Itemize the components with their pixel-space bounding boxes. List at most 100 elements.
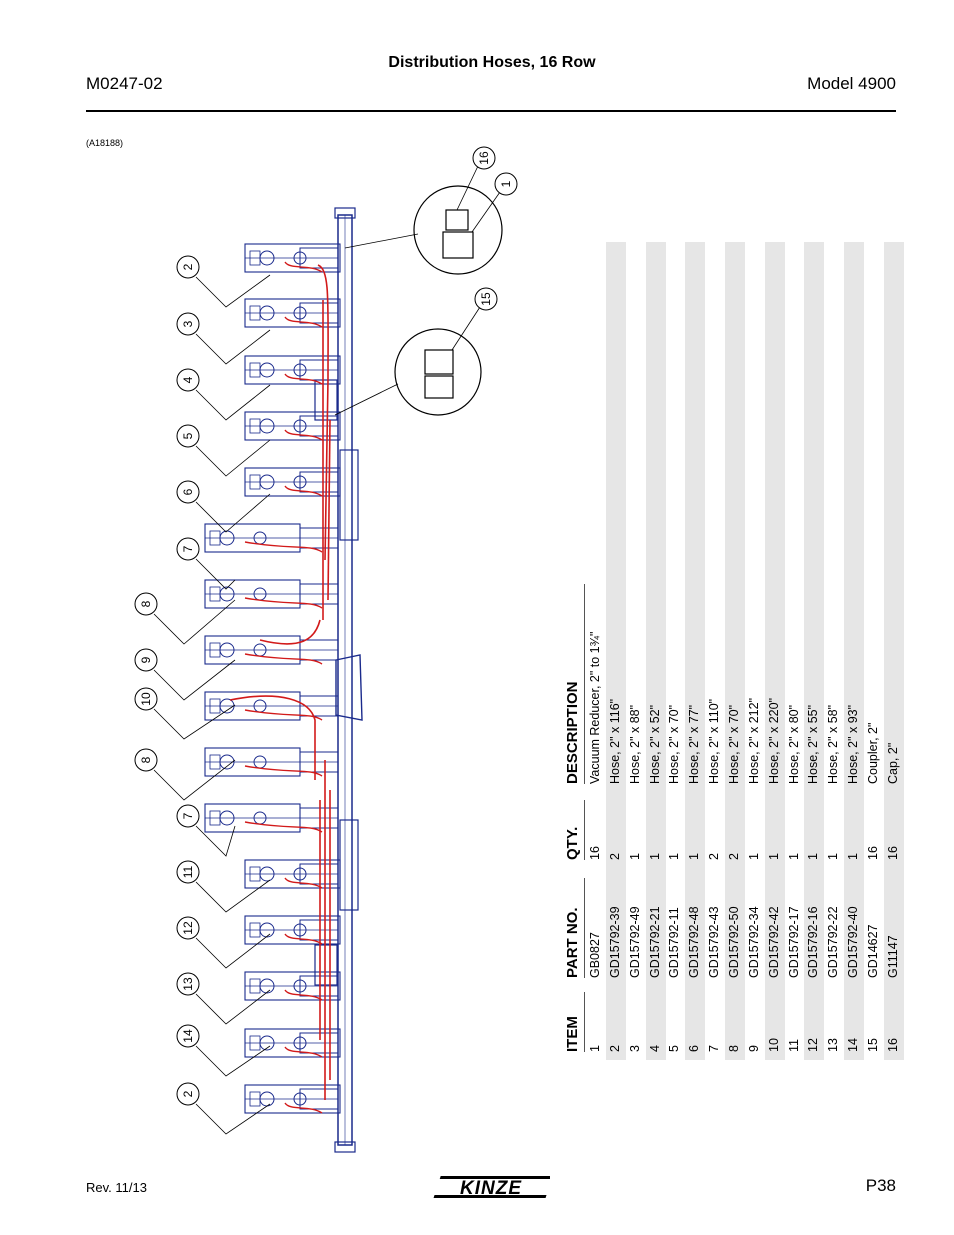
- cell-qty: 1: [786, 853, 801, 860]
- cell-qty: 1: [627, 853, 642, 860]
- callout-number: 12: [181, 921, 195, 935]
- row-unit: [204, 747, 339, 777]
- row-hose: [244, 765, 323, 777]
- cell-item: 13: [826, 1038, 841, 1052]
- cell-qty: 2: [707, 853, 722, 860]
- row-unit: [244, 411, 341, 441]
- callout-number: 3: [181, 320, 195, 327]
- cell-description: Hose, 2" x 55": [806, 704, 821, 784]
- cell-description: Hose, 2" x 220": [766, 697, 781, 784]
- cell-description: Hose, 2" x 110": [707, 698, 722, 784]
- cell-item: 6: [687, 1045, 702, 1052]
- callout-leader: [195, 933, 271, 969]
- cell-qty: 16: [588, 846, 602, 860]
- seed-meter: [249, 305, 261, 321]
- kinze-logo: KINZE: [433, 1176, 550, 1199]
- coupler-top: [424, 349, 454, 375]
- cell-part-no: GD15792-22: [826, 906, 841, 978]
- header-rule: [86, 110, 896, 112]
- cell-item: 1: [588, 1045, 602, 1052]
- toolbar-end-bottom: [334, 1141, 356, 1153]
- revision: Rev. 11/13: [86, 1180, 147, 1195]
- toolbar-end-top: [334, 207, 356, 219]
- cell-description: Vacuum Reducer, 2" to 1¾": [588, 631, 602, 784]
- cell-item: 16: [885, 1038, 900, 1052]
- callout-leader: [153, 659, 236, 701]
- cell-item: 9: [746, 1045, 761, 1052]
- cell-part-no: GD15792-40: [846, 906, 861, 978]
- cell-description: Hose, 2" x 88": [627, 704, 642, 784]
- row-unit: [204, 803, 339, 833]
- callout-number: 14: [181, 1029, 195, 1043]
- callout-number: 10: [139, 692, 153, 706]
- cell-part-no: GD15792-42: [766, 906, 781, 978]
- row-hose: [244, 597, 323, 609]
- cell-item: 15: [865, 1038, 880, 1052]
- cell-part-no: GD15792-43: [707, 906, 722, 978]
- cell-part-no: GD15792-11: [667, 907, 682, 978]
- row-hose: [244, 541, 323, 553]
- row-unit: [204, 579, 339, 609]
- cell-item: 10: [766, 1038, 781, 1052]
- cell-item: 7: [707, 1045, 722, 1052]
- kinze-logo-text: KINZE: [460, 1178, 522, 1199]
- hose-center-b: [259, 619, 321, 645]
- callout-number: 8: [139, 756, 153, 763]
- detail-leader-bottom: [334, 383, 399, 416]
- blower-mount-top: [314, 379, 338, 421]
- cell-qty: 1: [846, 853, 861, 860]
- seed-meter: [249, 978, 261, 994]
- doc-number: M0247-02: [86, 74, 163, 93]
- callout-number: 15: [479, 292, 493, 306]
- cell-description: Hose, 2" x 58": [826, 704, 841, 784]
- callout-number: 2: [181, 263, 195, 270]
- blower-mount-bottom: [314, 944, 338, 986]
- header-description: DESCRIPTION: [564, 681, 581, 784]
- cell-item: 2: [607, 1045, 622, 1052]
- reducer-body: [442, 231, 474, 259]
- cell-qty: 1: [687, 853, 702, 860]
- seed-meter: [249, 250, 261, 266]
- cell-part-no: GD15792-50: [726, 906, 741, 978]
- header-qty: QTY.: [564, 826, 581, 860]
- seed-meter: [209, 810, 221, 826]
- callout-bubble: [134, 648, 158, 672]
- callout-bubble: [176, 424, 200, 448]
- seed-meter: [249, 866, 261, 882]
- row-unit: [204, 635, 339, 665]
- hose-trunk-upper-c: [327, 419, 331, 601]
- wing-hinge-top: [339, 449, 359, 541]
- seed-meter: [249, 1035, 261, 1051]
- cell-item: 5: [667, 1045, 682, 1052]
- callout-bubble: [176, 255, 200, 279]
- callout-leader: [195, 989, 271, 1025]
- callout-leader: [195, 1103, 271, 1135]
- callout-leader: [195, 825, 236, 857]
- cell-part-no: GD15792-17: [786, 906, 801, 978]
- callout-bubble: [176, 1024, 200, 1048]
- seed-meter: [249, 1091, 261, 1107]
- seed-meter: [249, 474, 261, 490]
- cell-part-no: GD14627: [865, 924, 880, 978]
- callout-bubble: [176, 916, 200, 940]
- cell-description: Hose, 2" x 70": [667, 704, 682, 784]
- header-item: ITEM: [564, 1016, 581, 1052]
- cell-qty: 1: [806, 853, 821, 860]
- header-rule-item: [584, 992, 585, 1052]
- row-hose: [244, 821, 323, 833]
- detail-leader-top: [344, 233, 419, 249]
- cell-part-no: GD15792-39: [607, 906, 622, 978]
- cell-part-no: GD15792-21: [647, 906, 662, 978]
- seed-meter: [209, 530, 221, 546]
- callout-bubble: [472, 146, 496, 170]
- callout-number: 16: [477, 151, 491, 165]
- callout-number: 9: [139, 656, 153, 663]
- detail-cap-view: [413, 185, 503, 275]
